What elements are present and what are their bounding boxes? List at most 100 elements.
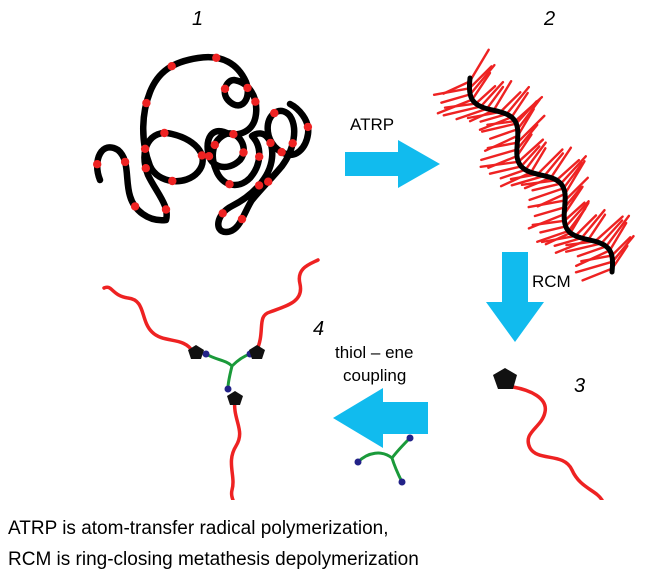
initiator-dot bbox=[197, 151, 207, 160]
side-chain bbox=[519, 145, 541, 168]
caption-line: ATRP is atom-transfer radical polymeriza… bbox=[8, 518, 389, 539]
initiator-dot bbox=[220, 84, 230, 94]
side-chain bbox=[505, 85, 530, 116]
initiator-dot bbox=[277, 147, 286, 157]
side-chain bbox=[536, 148, 564, 176]
side-chain bbox=[468, 65, 493, 90]
side-chains bbox=[432, 48, 635, 282]
side-chain bbox=[528, 186, 565, 202]
side-chain bbox=[488, 165, 523, 175]
thiol-ene-label: thiol – ene bbox=[335, 343, 414, 362]
initiator-dot bbox=[266, 138, 275, 148]
side-chain bbox=[527, 213, 566, 230]
side-chain bbox=[492, 79, 513, 112]
side-chain bbox=[440, 93, 472, 104]
initiator-dot bbox=[237, 214, 247, 224]
stage-number: 2 bbox=[544, 8, 556, 30]
initiator-dot bbox=[120, 157, 130, 167]
initiator-dot bbox=[140, 144, 150, 153]
side-chain bbox=[455, 107, 489, 121]
side-chain bbox=[569, 201, 590, 235]
linker-end-dot bbox=[354, 458, 362, 466]
initiator-dot bbox=[168, 176, 177, 186]
initiator-dot bbox=[93, 160, 102, 169]
linker-end-dot bbox=[406, 434, 414, 442]
initiator-dot bbox=[229, 130, 238, 139]
brush-backbone bbox=[467, 75, 615, 275]
linear-chain bbox=[511, 385, 604, 502]
side-chain bbox=[576, 245, 608, 258]
side-chain bbox=[516, 98, 541, 131]
initiator-dot bbox=[212, 53, 221, 62]
side-chain bbox=[516, 114, 546, 144]
initiator-dot bbox=[160, 128, 169, 138]
side-chain bbox=[527, 199, 567, 209]
side-chain bbox=[593, 215, 624, 243]
initiator-sites bbox=[93, 53, 313, 224]
side-chain bbox=[562, 162, 584, 190]
stage-number: 1 bbox=[192, 8, 204, 30]
stage-number: 3 bbox=[574, 375, 586, 397]
side-chain bbox=[486, 141, 519, 150]
side-chain bbox=[515, 133, 533, 158]
side-chain bbox=[479, 80, 505, 108]
end-group-pentagon-icon bbox=[249, 345, 265, 359]
initiator-dot bbox=[142, 98, 151, 108]
initiator-dot bbox=[264, 177, 273, 186]
coupling-label: coupling bbox=[343, 366, 407, 385]
side-chain bbox=[580, 254, 613, 263]
caption-line: RCM is ring-closing metathesis depolymer… bbox=[8, 549, 419, 570]
side-chain bbox=[543, 152, 565, 178]
side-chain bbox=[515, 123, 539, 151]
side-chain bbox=[565, 242, 603, 253]
side-chain bbox=[471, 71, 492, 101]
side-chain bbox=[442, 105, 482, 117]
linker-end-dot bbox=[202, 350, 210, 358]
side-chain bbox=[608, 221, 628, 252]
side-chain bbox=[469, 63, 496, 96]
side-chain bbox=[516, 107, 535, 137]
stage-number: 4 bbox=[313, 318, 325, 340]
initiator-dot bbox=[251, 97, 260, 106]
end-group-pentagon-icon bbox=[493, 368, 517, 389]
side-chain bbox=[555, 158, 581, 182]
initiator-dot bbox=[218, 209, 227, 218]
side-chain bbox=[581, 267, 614, 282]
star-polymer bbox=[102, 258, 320, 510]
star-core-linker bbox=[204, 352, 252, 390]
side-chain bbox=[443, 102, 477, 109]
initiator-dot bbox=[161, 205, 171, 214]
initiator-dot bbox=[210, 140, 219, 150]
side-chain bbox=[479, 112, 508, 123]
initiator-dot bbox=[141, 164, 150, 173]
star-arm bbox=[254, 258, 320, 354]
side-chain bbox=[489, 127, 519, 140]
end-group-pentagon-icon bbox=[188, 345, 204, 359]
thiol-ene-arrow bbox=[333, 388, 428, 448]
side-chain bbox=[520, 178, 558, 187]
side-chain bbox=[515, 100, 538, 125]
initiator-dot bbox=[167, 61, 176, 71]
initiator-dot bbox=[130, 202, 140, 211]
side-chain bbox=[531, 182, 563, 192]
side-chain bbox=[611, 234, 635, 263]
initiator-dot bbox=[225, 180, 234, 189]
polymer-backbone bbox=[93, 53, 312, 236]
side-chain bbox=[539, 225, 567, 234]
coiled-polymer bbox=[93, 53, 313, 236]
linker-end-dot bbox=[398, 478, 406, 486]
side-chain bbox=[563, 176, 589, 202]
side-chain bbox=[563, 185, 584, 216]
linear-polymer bbox=[493, 368, 604, 502]
rcm-arrow bbox=[486, 252, 544, 342]
linker-arms bbox=[356, 436, 412, 484]
side-chain bbox=[610, 236, 632, 257]
side-chain bbox=[510, 174, 546, 187]
side-chain bbox=[531, 219, 566, 227]
end-group-pentagon-icon bbox=[227, 391, 243, 405]
side-chain bbox=[480, 148, 519, 162]
side-chain bbox=[485, 85, 505, 110]
side-chain bbox=[486, 119, 517, 127]
side-chain bbox=[529, 147, 547, 174]
